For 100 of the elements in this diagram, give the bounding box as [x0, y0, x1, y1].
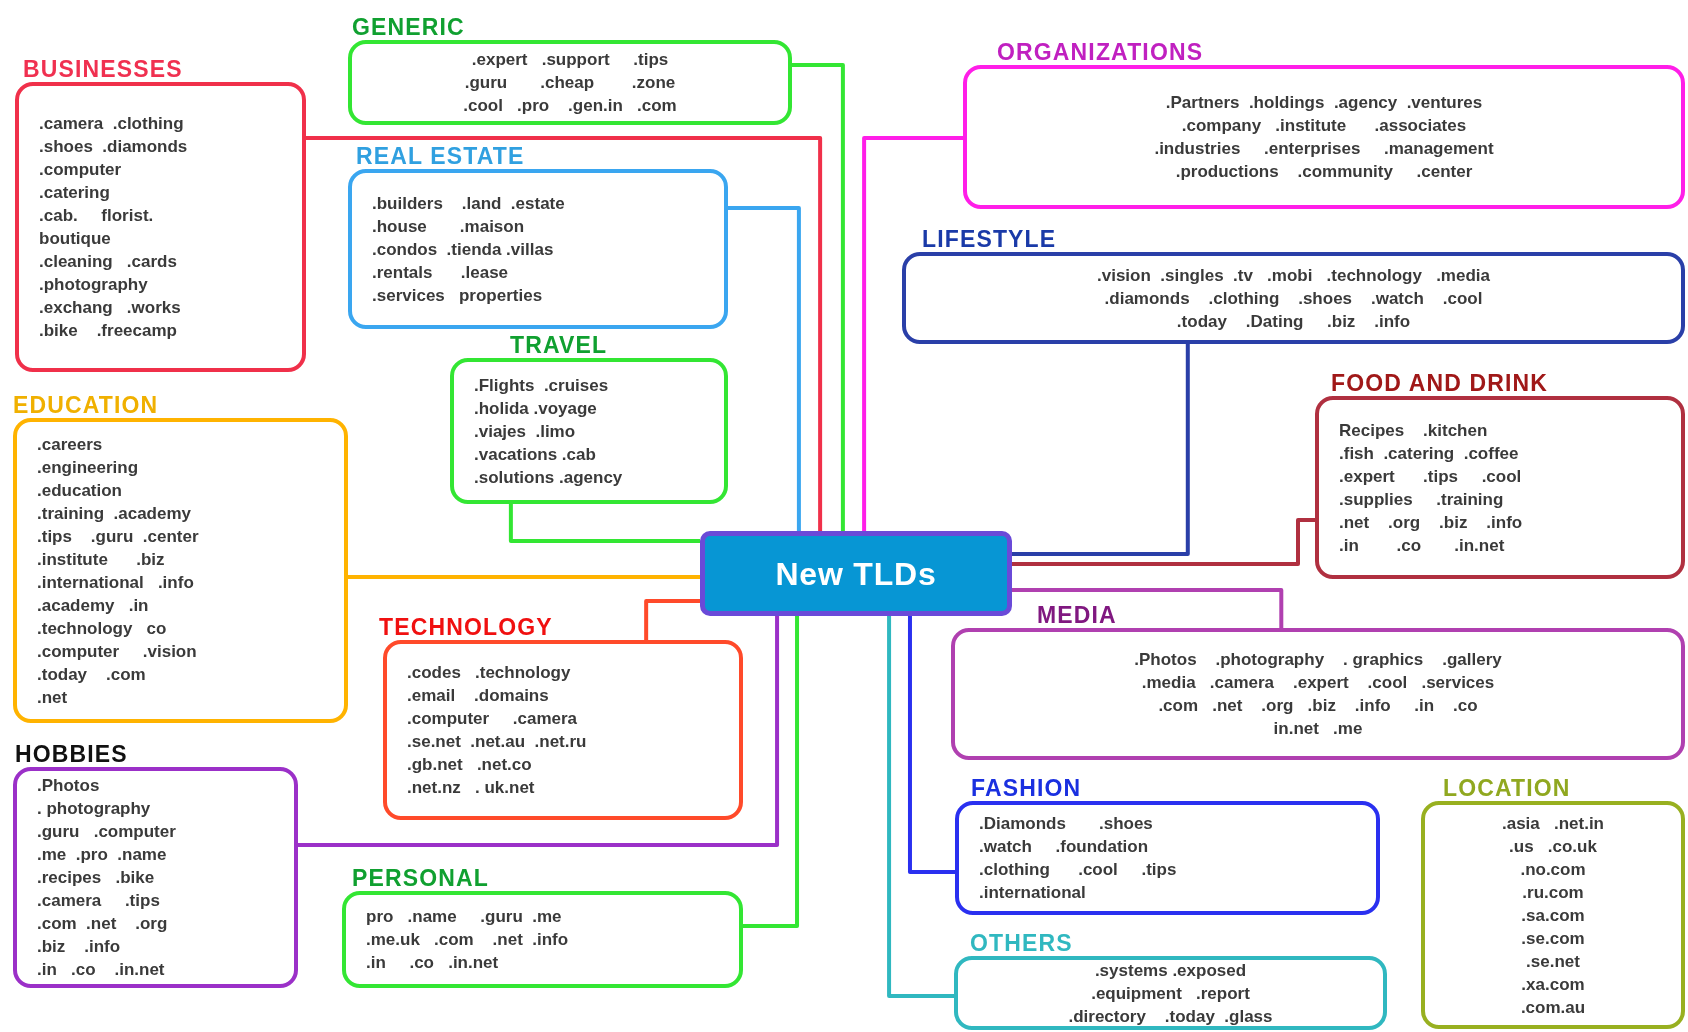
connector-line — [792, 63, 845, 531]
domain-row-text: .recipes .bike — [37, 867, 155, 889]
connector-line — [728, 206, 801, 531]
category-heading: PERSONAL — [352, 864, 489, 893]
domain-row-text: .codes .technology — [407, 662, 571, 684]
domain-row-text: .company .institute .associates — [1181, 115, 1467, 137]
domain-row-text: .Partners .holdings .agency .ventures — [1165, 92, 1483, 114]
domain-row-text: .cab. florist. — [39, 205, 154, 227]
connector-line — [508, 504, 700, 544]
connector-line — [862, 136, 963, 531]
domain-row-text: .vision .singles .tv .mobi .technology .media — [1097, 264, 1490, 287]
category-heading: LIFESTYLE — [922, 225, 1057, 254]
domain-row-text: .today .Dating .biz .info — [1176, 310, 1411, 333]
category-heading: TRAVEL — [510, 331, 608, 360]
connector-line — [306, 135, 823, 531]
domain-row-text: .academy .in — [37, 594, 149, 617]
domain-row-text: .holida .voyage — [474, 397, 597, 420]
connector-line — [1012, 344, 1190, 557]
domain-row-text: .me.uk .com .net .info — [366, 929, 569, 951]
domain-row-text: .media .camera .expert .cool .services — [1141, 672, 1495, 694]
domain-row-text: in.net .me — [1273, 718, 1363, 740]
domain-row-text: .clothing .cool .tips — [979, 859, 1177, 881]
domain-row-text: .sa.com — [1521, 904, 1585, 927]
domain-row-text: .diamonds .clothing .shoes .watch .cool — [1104, 287, 1483, 310]
domain-row-text: .cool .pro .gen.in .com — [463, 95, 677, 117]
category-heading: OTHERS — [970, 929, 1073, 958]
category-heading: FASHION — [971, 774, 1082, 803]
domain-row-text: .education — [37, 479, 122, 502]
domain-row-text: .systems .exposed — [1094, 959, 1247, 982]
domain-row-text: .me .pro .name — [37, 844, 167, 866]
domain-row-text: .technology co — [37, 617, 167, 640]
domain-row-text: .net — [37, 686, 68, 709]
domain-row-text: .ru.com — [1522, 881, 1584, 904]
domain-row-text: .Diamonds .shoes — [979, 813, 1153, 835]
domain-row-text: .computer — [39, 159, 122, 181]
category-heading: LOCATION — [1443, 774, 1571, 803]
domain-row-text: .se.net .net.au .net.ru — [407, 731, 587, 753]
domain-row-text: .exchang .works — [39, 297, 181, 319]
domain-row-text: .se.net — [1526, 950, 1580, 973]
domain-row-text: .vacations .cab — [474, 443, 596, 466]
connector-line — [346, 575, 700, 579]
domain-row-text: .shoes .diamonds — [39, 136, 188, 158]
domain-row-text: .expert .tips .cool — [1339, 465, 1522, 488]
domain-row-text: .bike .freecamp — [39, 320, 177, 342]
domain-row-text: .institute .biz — [37, 548, 165, 571]
domain-row-text: .guru .cheap .zone — [464, 72, 676, 94]
connector-line — [887, 616, 954, 998]
domain-row-text: .Photos — [37, 775, 100, 797]
domain-row-text: .productions .community .center — [1175, 161, 1473, 183]
category-heading: REAL ESTATE — [356, 142, 525, 171]
category-heading: FOOD AND DRINK — [1331, 369, 1549, 398]
domain-row-text: .industries .enterprises .management — [1154, 138, 1494, 160]
domain-row-text: .builders .land .estate — [372, 192, 565, 215]
domain-row-text: .camera .tips — [37, 890, 160, 912]
domain-row-text: .computer .camera — [407, 708, 578, 730]
domain-row-text: .in .co .in.net — [366, 952, 499, 974]
connector-line — [644, 599, 700, 640]
domain-row-text: .us .co.uk — [1509, 835, 1597, 858]
domain-row-text: .equipment .report — [1091, 982, 1250, 1005]
domain-row-text: .solutions .agency — [474, 466, 623, 489]
domain-row-text: .biz .info — [37, 936, 121, 958]
domain-row-text: .catering — [39, 182, 110, 204]
domain-row-text: .training .academy — [37, 502, 191, 525]
category-heading: GENERIC — [352, 13, 465, 42]
domain-row-text: .international — [979, 882, 1086, 904]
connector-line — [298, 616, 780, 847]
category-heading: BUSINESSES — [23, 55, 183, 84]
domain-row-text: .net.nz . uk.net — [407, 777, 535, 799]
domain-row-text: .guru .computer — [37, 821, 176, 843]
domain-row-text: .fish .catering .coffee — [1339, 442, 1519, 465]
domain-row-text: .supplies .training — [1339, 488, 1504, 511]
central-topic-title: New TLDs — [775, 554, 937, 594]
category-heading: MEDIA — [1037, 601, 1117, 630]
domain-row-text: .international .info — [37, 571, 194, 594]
category-heading: ORGANIZATIONS — [997, 38, 1204, 67]
connector-line — [1012, 518, 1315, 566]
domain-row-text: .in .co .in.net — [37, 959, 165, 981]
domain-row-text: .photography — [39, 274, 148, 296]
domain-row-text: .computer .vision — [37, 640, 197, 663]
domain-row-text: .gb.net .net.co — [407, 754, 532, 776]
domain-row-text: boutique — [39, 228, 111, 250]
domain-row-text: .watch .foundation — [979, 836, 1149, 858]
domain-row-text: .condos .tienda .villas — [372, 238, 554, 261]
domain-row-text: .in .co .in.net — [1339, 534, 1505, 557]
domain-row-text: .engineering — [37, 456, 139, 479]
domain-row-text: .com .net .org .biz .info .in .co — [1158, 695, 1478, 717]
domain-row-text: Recipes .kitchen — [1339, 419, 1488, 442]
domain-row-text: .rentals .lease — [372, 261, 509, 284]
domain-row-text: .tips .guru .center — [37, 525, 199, 548]
domain-row-text: .Photos .photography . graphics .gallery — [1134, 649, 1502, 671]
domain-row-text: .camera .clothing — [39, 113, 184, 135]
domain-row-text: .today .com — [37, 663, 146, 686]
domain-row-text: .viajes .limo — [474, 420, 576, 443]
domain-row-text: .com.au — [1520, 996, 1586, 1019]
domain-row-text: .asia .net.in — [1501, 812, 1604, 835]
domain-row-text: .cleaning .cards — [39, 251, 177, 273]
connector-line — [743, 616, 800, 928]
connector-line — [908, 616, 955, 874]
central-topic-box — [700, 531, 1012, 616]
domain-row-text: .se.com — [1521, 927, 1585, 950]
